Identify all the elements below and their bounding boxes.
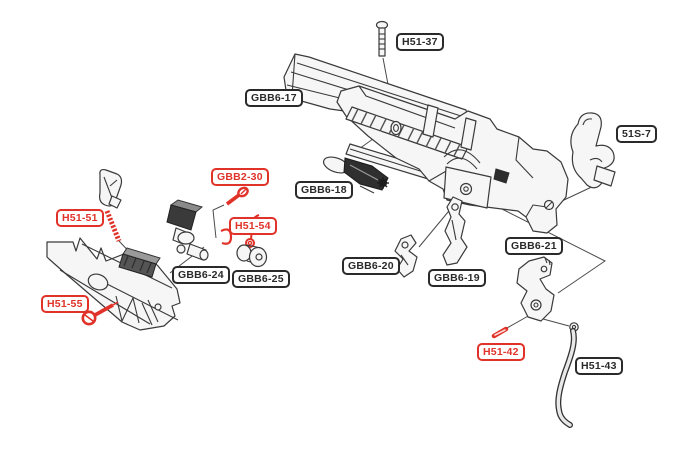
part-gbb6-18-lever — [322, 156, 389, 194]
part-grip-frame — [46, 237, 181, 331]
part-label-h51-54: H51-54 — [229, 217, 277, 235]
part-gbb6-19-lever — [442, 196, 468, 266]
part-label-h51-55: H51-55 — [41, 295, 89, 313]
part-gbb6-24-sear-assembly — [166, 199, 209, 261]
part-h51-55-screw — [81, 301, 119, 326]
part-gbb6-20-lever — [394, 234, 418, 278]
part-label-gbb6-18: GBB6-18 — [295, 181, 353, 199]
part-label-h51-37: H51-37 — [396, 33, 444, 51]
part-label-gbb6-25: GBB6-25 — [232, 270, 290, 288]
part-label-gbb6-19: GBB6-19 — [428, 269, 486, 287]
part-h51-51-spring — [104, 210, 122, 242]
part-label-gbb2-30: GBB2-30 — [211, 168, 269, 186]
part-label-gbb6-21: GBB6-21 — [505, 237, 563, 255]
part-label-gbb6-20: GBB6-20 — [342, 257, 400, 275]
part-label-gbb6-24: GBB6-24 — [172, 266, 230, 284]
part-label-h51-42: H51-42 — [477, 343, 525, 361]
part-h51-37-screw — [375, 20, 389, 57]
part-gbb6-25-bushing — [236, 244, 268, 268]
part-51s-7-hook — [570, 112, 616, 189]
part-label-h51-43: H51-43 — [575, 357, 623, 375]
part-label-h51-51: H51-51 — [56, 209, 104, 227]
part-gbb6-21-hammer — [516, 256, 555, 322]
part-label-51s-7: 51S-7 — [616, 125, 658, 143]
part-h51-42-pin — [491, 326, 509, 339]
part-label-gbb6-17: GBB6-17 — [245, 89, 303, 107]
part-h51-43-rod — [555, 322, 579, 428]
part-safety-lever — [98, 168, 123, 209]
part-gbb2-30-screw — [225, 186, 249, 206]
